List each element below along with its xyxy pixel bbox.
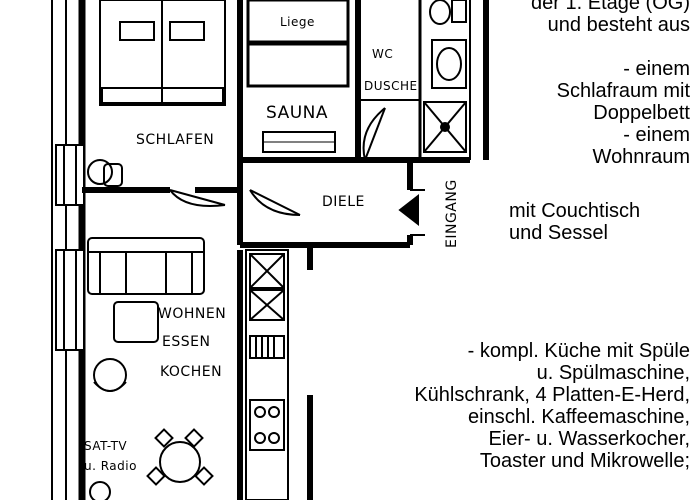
wc-label: WC (372, 47, 393, 61)
shower-tray (423, 101, 467, 153)
entrance-door (398, 189, 425, 236)
schlafen-label: SCHLAFEN (136, 132, 214, 148)
bedroom-chair (87, 159, 123, 187)
description-line: - kompl. Küche mit Spüle (467, 340, 690, 362)
eingang-label: EINGANG (444, 179, 460, 248)
description-line: u. Spülmaschine, (536, 362, 690, 384)
window-bedroom (55, 144, 85, 206)
bedroom-walls (82, 160, 243, 193)
description-line: Doppelbett (593, 102, 690, 124)
description-line: einschl. Kaffeemaschine, (468, 406, 690, 428)
description-line: mit Couchtisch (509, 200, 641, 222)
description-line: und Sessel (509, 222, 608, 244)
description-line: Schlafraum mit (556, 80, 690, 102)
double-bed (99, 0, 226, 106)
diele-label: DIELE (322, 194, 365, 210)
floor-plan: Liege WC DUSCHE SAUNA SCHLAFEN DIELE EIN… (51, 0, 489, 500)
sat-tv-label: SAT-TV (84, 439, 127, 453)
coffee-table (113, 301, 159, 343)
radio-label: u. Radio (84, 459, 137, 473)
dusche-label: DUSCHE (364, 79, 418, 93)
window-living (55, 249, 85, 351)
description-line: - einem (623, 124, 690, 146)
kochen-label: KOCHEN (160, 364, 222, 380)
description-line: und besteht aus (547, 14, 690, 36)
couch (87, 237, 205, 295)
description-mid: mit Couchtisch und Sessel (509, 200, 640, 244)
liege-label: Liege (280, 15, 315, 29)
wohnen-label: WOHNEN (158, 306, 226, 322)
kitchen-counter (237, 249, 289, 500)
description-bottom: - kompl. Küche mit Spüle u. Spülmaschine… (370, 340, 690, 472)
description-line: Eier- u. Wasserkocher, (488, 428, 690, 450)
description-line: Wohnraum (592, 146, 690, 168)
description-top: der 1. Etage (OG) und besteht aus - eine… (450, 0, 690, 168)
description-line: - einem (623, 58, 690, 80)
wc-walls (358, 0, 470, 163)
wash-basin (431, 39, 467, 89)
tv-cabinet (89, 481, 111, 500)
sauna-walls (237, 0, 362, 163)
door-swings (169, 107, 386, 216)
description-line: Kühlschrank, 4 Platten-E-Herd, (414, 384, 690, 406)
sauna-label: SAUNA (266, 103, 328, 123)
dining-table (146, 428, 214, 486)
essen-label: ESSEN (162, 334, 210, 350)
toilet (429, 0, 467, 25)
armchair (93, 358, 127, 392)
description-line: Toaster und Mikrowelle; (479, 450, 690, 472)
hall-walls (237, 160, 413, 270)
description-line: der 1. Etage (OG) (531, 0, 690, 14)
